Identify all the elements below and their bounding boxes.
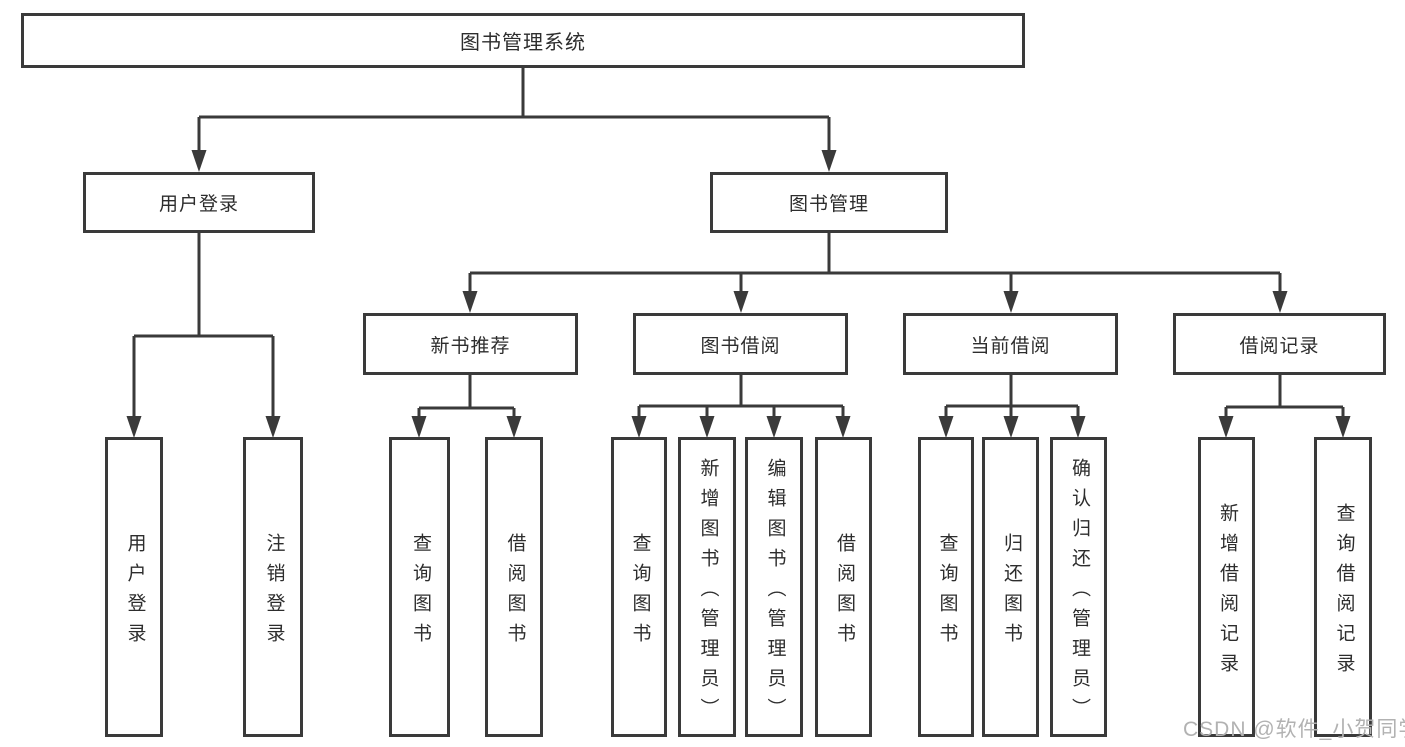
connector-user-login	[132, 233, 275, 418]
leaf-add-books-admin-label: 新增图书（管理员）	[697, 457, 719, 728]
node-book-management: 图书管理	[710, 172, 948, 233]
leaf-confirm-return-admin: 确认归还（管理员）	[1050, 437, 1107, 737]
node-borrow-records-label: 借阅记录	[1239, 335, 1320, 357]
leaf-query-books-current: 查询图书	[918, 437, 974, 737]
arrow-icon	[1003, 416, 1019, 438]
node-root-label: 图书管理系统	[460, 32, 586, 54]
leaf-edit-books-admin-label: 编辑图书（管理员）	[764, 457, 786, 728]
node-current-borrow: 当前借阅	[903, 313, 1118, 375]
arrow-icon	[191, 150, 207, 172]
node-new-book-recommend-label: 新书推荐	[430, 335, 511, 357]
connector-new-book-recommend	[417, 375, 516, 418]
leaf-edit-books-admin: 编辑图书（管理员）	[745, 437, 803, 737]
node-user-login-label: 用户登录	[158, 194, 239, 215]
arrow-icon	[1003, 291, 1019, 313]
node-user-login: 用户登录	[83, 172, 315, 233]
leaf-borrow-books-recommend-label: 借阅图书	[504, 532, 526, 653]
leaf-user-login: 用户登录	[105, 437, 163, 737]
connector-borrow-records	[1224, 375, 1345, 418]
leaf-query-books-borrow-label: 查询图书	[629, 532, 651, 653]
arrow-icon	[821, 150, 837, 172]
connector-current-borrow	[944, 375, 1080, 418]
arrow-icon	[265, 416, 281, 438]
leaf-borrow-books-recommend: 借阅图书	[485, 437, 543, 737]
leaf-borrow-books-label: 借阅图书	[833, 532, 855, 653]
leaf-logout: 注销登录	[243, 437, 303, 737]
arrow-icon	[506, 416, 522, 438]
node-book-management-label: 图书管理	[788, 194, 869, 215]
arrow-icon	[411, 416, 427, 438]
leaf-borrow-books: 借阅图书	[815, 437, 872, 737]
arrow-icon	[631, 416, 647, 438]
leaf-return-books: 归还图书	[982, 437, 1039, 737]
arrow-icon	[1218, 416, 1234, 438]
connector-book-borrow	[637, 375, 845, 418]
leaf-query-books-current-label: 查询图书	[936, 532, 958, 653]
leaf-return-books-label: 归还图书	[1000, 532, 1022, 653]
arrowheads	[126, 150, 1351, 438]
node-borrow-records: 借阅记录	[1173, 313, 1386, 375]
leaf-query-books-borrow: 查询图书	[611, 437, 667, 737]
node-new-book-recommend: 新书推荐	[363, 313, 578, 375]
node-book-borrow-label: 图书借阅	[700, 335, 781, 357]
arrow-icon	[699, 416, 715, 438]
arrow-icon	[1272, 291, 1288, 313]
arrow-icon	[733, 291, 749, 313]
arrow-icon	[938, 416, 954, 438]
leaf-add-books-admin: 新增图书（管理员）	[678, 437, 736, 737]
arrow-icon	[1070, 416, 1086, 438]
leaf-logout-label: 注销登录	[263, 532, 285, 653]
csdn-watermark: CSDN @软件_小贺同学	[1183, 718, 1405, 741]
arrow-icon	[1335, 416, 1351, 438]
leaf-query-books-recommend: 查询图书	[389, 437, 450, 737]
leaf-query-borrow-record-label: 查询借阅记录	[1333, 502, 1355, 683]
leaf-add-borrow-record: 新增借阅记录	[1198, 437, 1255, 737]
arrow-icon	[126, 416, 142, 438]
leaf-user-login-label: 用户登录	[124, 532, 146, 653]
arrow-icon	[462, 291, 478, 313]
node-root: 图书管理系统	[21, 13, 1025, 68]
leaf-query-borrow-record: 查询借阅记录	[1314, 437, 1372, 737]
connector-root	[197, 68, 831, 153]
leaf-confirm-return-admin-label: 确认归还（管理员）	[1068, 457, 1090, 728]
leaf-query-books-recommend-label: 查询图书	[409, 532, 431, 653]
leaf-add-borrow-record-label: 新增借阅记录	[1216, 502, 1238, 683]
arrow-icon	[766, 416, 782, 438]
connector-book-management	[468, 233, 1282, 294]
node-current-borrow-label: 当前借阅	[970, 335, 1051, 357]
node-book-borrow: 图书借阅	[633, 313, 848, 375]
arrow-icon	[835, 416, 851, 438]
